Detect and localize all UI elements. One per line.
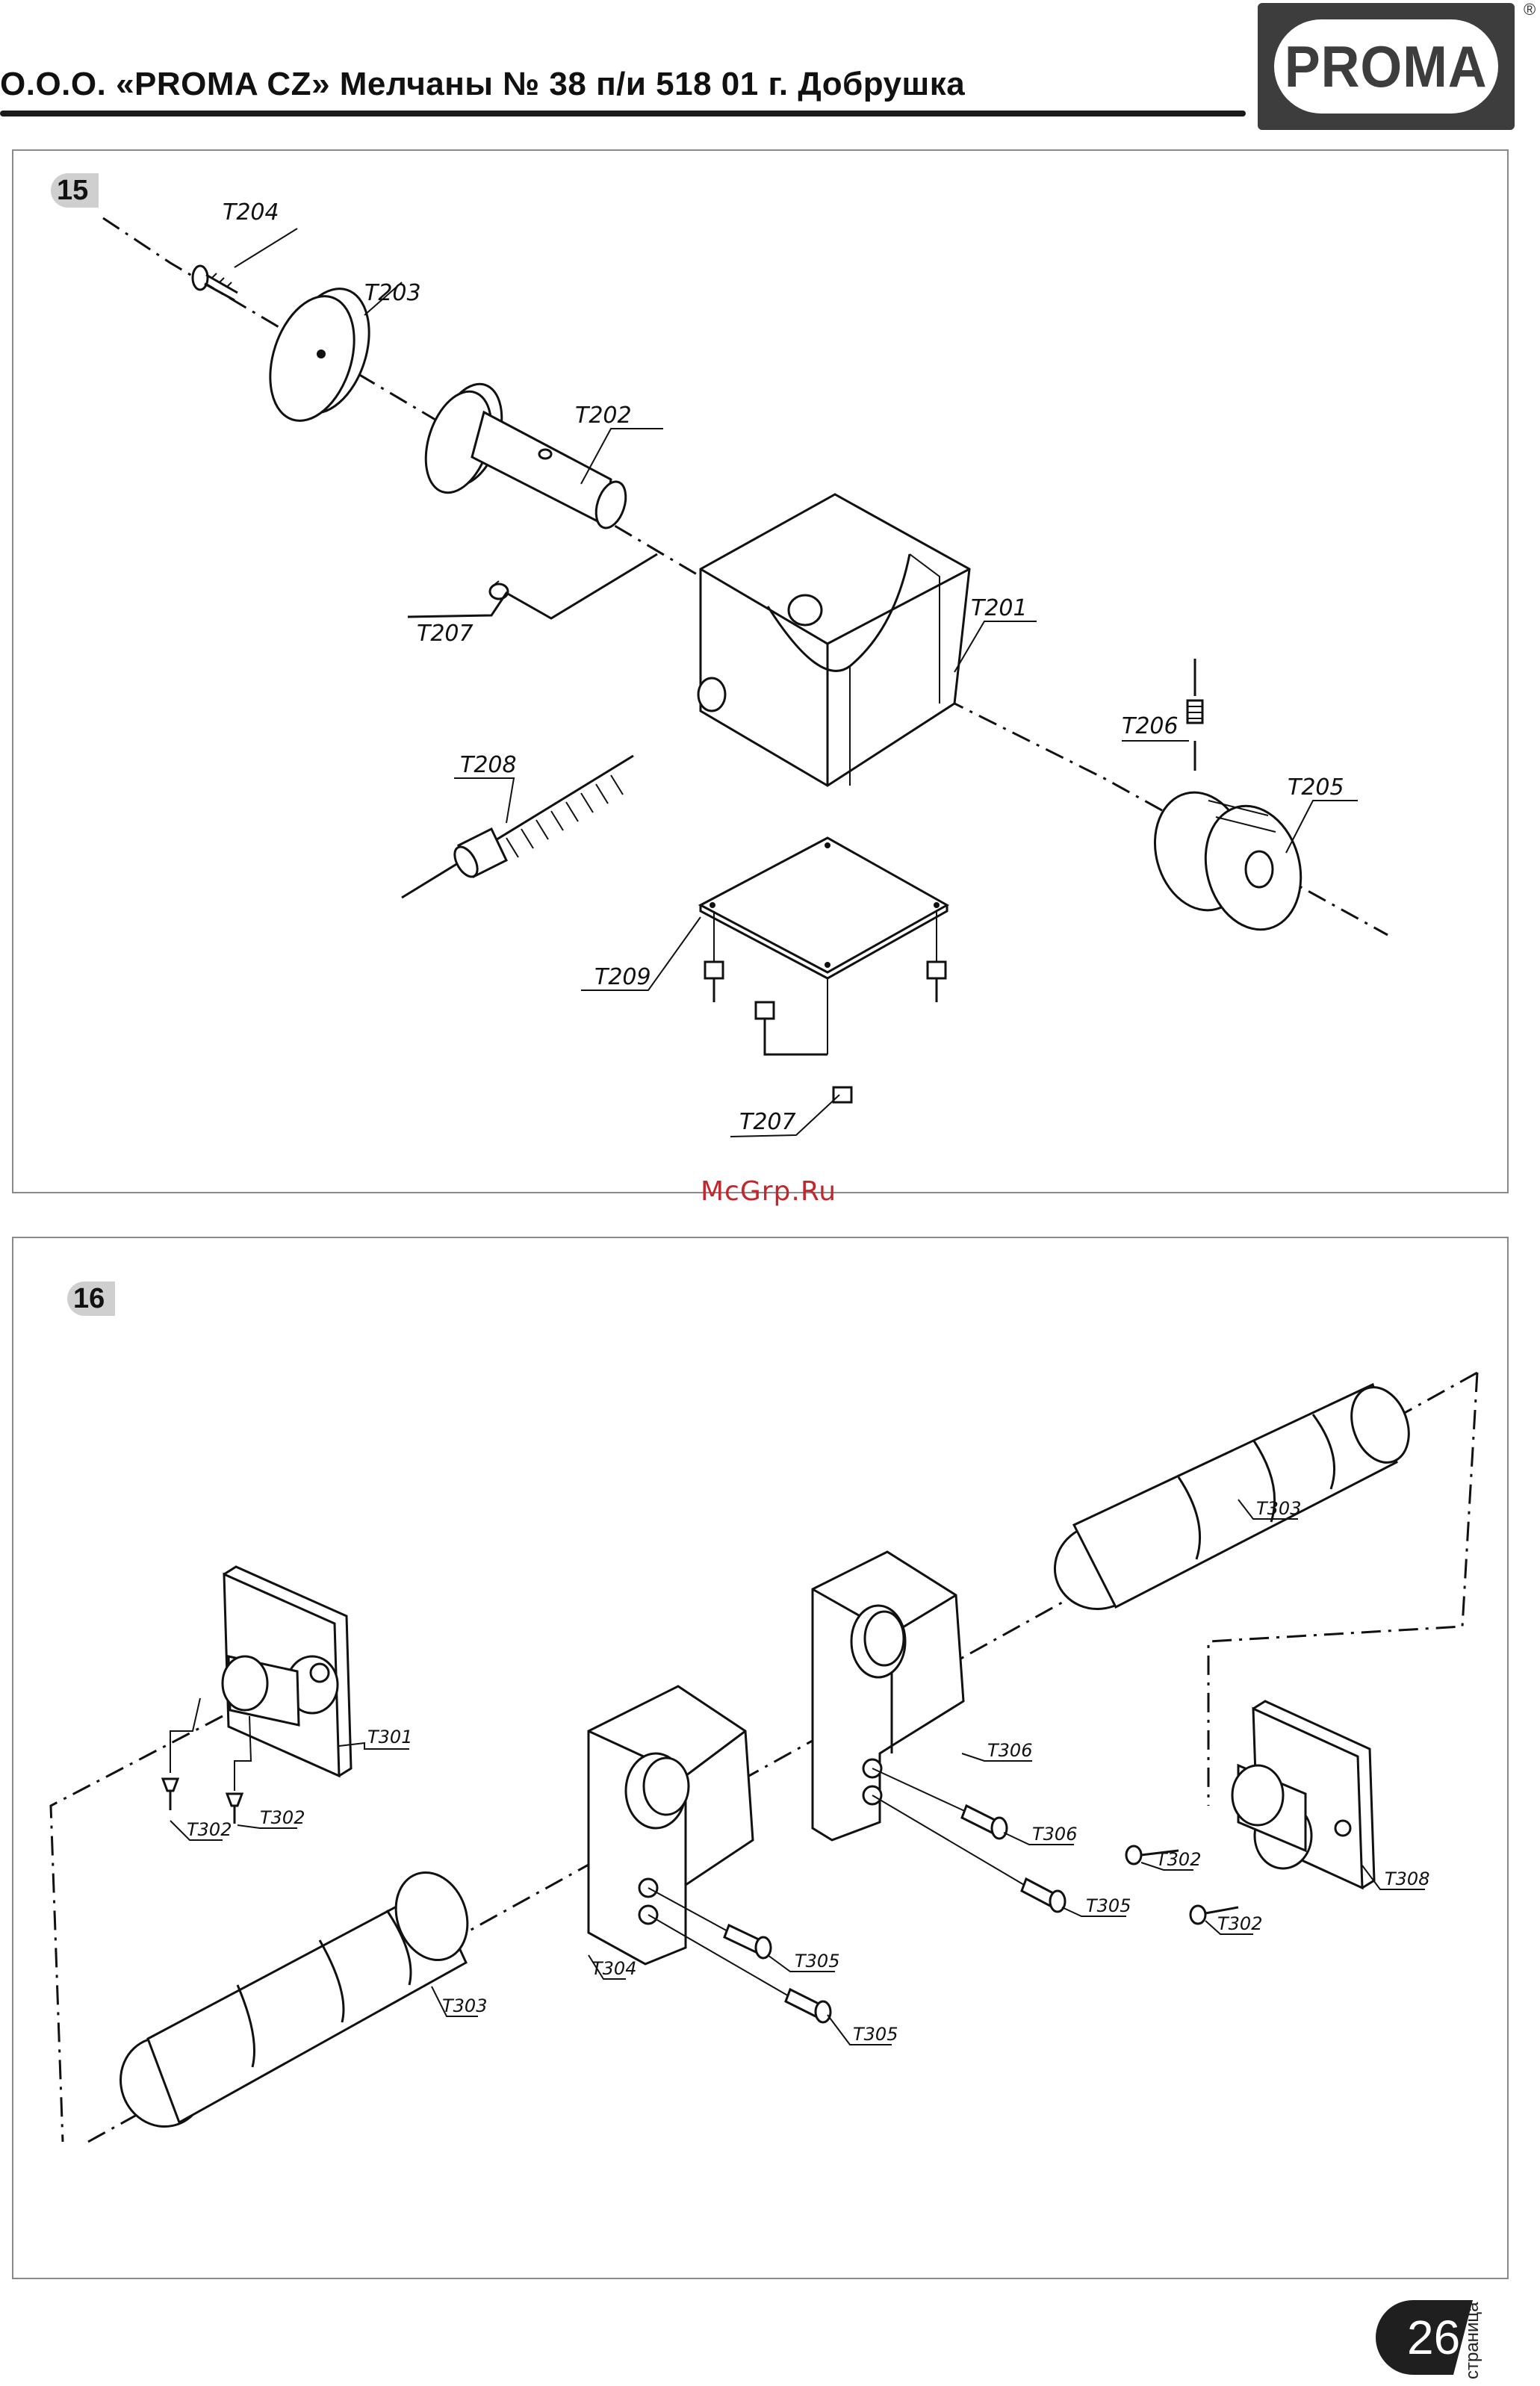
label-t302-c: T302 bbox=[1156, 1849, 1201, 1870]
label-t302-a: T302 bbox=[187, 1819, 232, 1840]
block-t304 bbox=[589, 1686, 753, 1964]
label-t204: T204 bbox=[223, 199, 279, 226]
figure-16-drawing: T301 T302 T302 T303 T304 T305 T305 T306 … bbox=[13, 1238, 1507, 2278]
bracket-t201 bbox=[698, 494, 969, 786]
label-t206: T206 bbox=[1122, 713, 1179, 739]
label-t308: T308 bbox=[1385, 1868, 1429, 1889]
flange-t301 bbox=[223, 1567, 351, 1776]
logo-text: PROMA bbox=[1285, 33, 1488, 101]
header-divider bbox=[0, 111, 1246, 116]
shaft-t303-right bbox=[1043, 1379, 1418, 1621]
figure-15-panel: 15 bbox=[12, 149, 1509, 1193]
label-t304: T304 bbox=[592, 1958, 636, 1979]
logo-oval: PROMA bbox=[1274, 19, 1498, 114]
label-t305-b: T305 bbox=[853, 2024, 898, 2045]
figure-15-drawing: T204 T203 T202 T207 T201 T206 T205 T208 … bbox=[13, 151, 1507, 1192]
label-t302-b: T302 bbox=[260, 1807, 305, 1828]
screw-t208 bbox=[402, 756, 633, 898]
coupling-t205 bbox=[1142, 782, 1314, 940]
label-t302-d: T302 bbox=[1217, 1913, 1262, 1934]
registered-mark: ® bbox=[1524, 0, 1536, 19]
label-t201: T201 bbox=[971, 595, 1028, 621]
label-t207-lower: T207 bbox=[739, 1109, 796, 1135]
label-t306-b: T306 bbox=[1032, 1824, 1077, 1845]
label-t207-upper: T207 bbox=[417, 621, 474, 647]
label-t202: T202 bbox=[575, 403, 632, 429]
page-word: страница bbox=[1462, 2302, 1483, 2379]
label-t305-a: T305 bbox=[795, 1951, 839, 1972]
label-t301: T301 bbox=[367, 1727, 412, 1747]
page-number: 26 bbox=[1376, 2300, 1473, 2375]
label-t205: T205 bbox=[1288, 774, 1344, 801]
label-t303-right: T303 bbox=[1256, 1498, 1301, 1519]
proma-logo: PROMA bbox=[1258, 3, 1515, 130]
flange-t308 bbox=[1232, 1701, 1374, 1888]
label-t305-c: T305 bbox=[1086, 1895, 1131, 1916]
label-t303-left: T303 bbox=[442, 1995, 487, 2016]
screw-t204 bbox=[193, 266, 237, 300]
label-t306-a: T306 bbox=[987, 1740, 1032, 1761]
block-t306 bbox=[813, 1552, 963, 1840]
figure-16-panel: 16 bbox=[12, 1237, 1509, 2279]
label-t208: T208 bbox=[460, 752, 517, 778]
label-t209: T209 bbox=[594, 964, 651, 990]
plate-t209 bbox=[701, 838, 947, 978]
header-company-line: O.O.O. «PROMA CZ» Мелчаны № 38 п/и 518 0… bbox=[0, 66, 965, 103]
shaft-t303-left bbox=[108, 1862, 479, 2139]
label-t203: T203 bbox=[364, 280, 421, 306]
shaft-t202 bbox=[414, 376, 631, 532]
grub-screw-t206 bbox=[1187, 659, 1202, 771]
watermark: McGrp.Ru bbox=[701, 1176, 836, 1207]
